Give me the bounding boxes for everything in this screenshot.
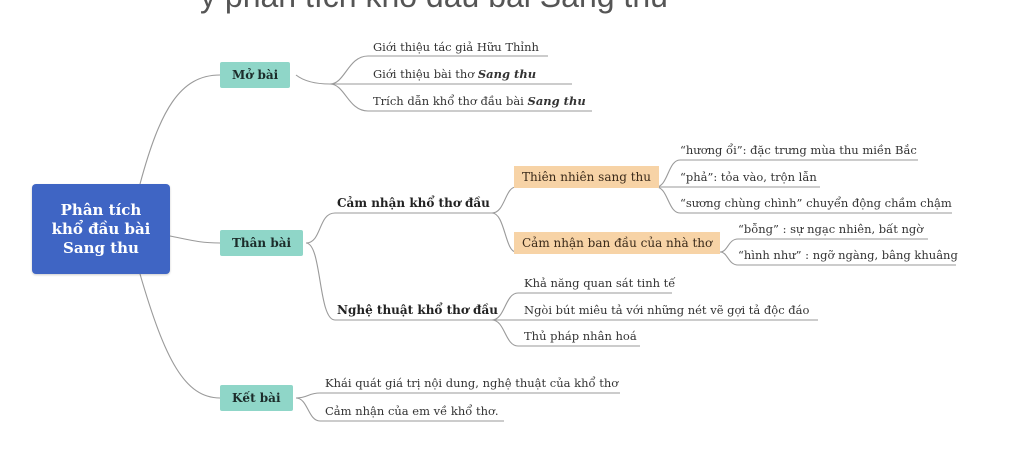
node-nghe-thuat: Nghệ thuật khổ thơ đầu (337, 303, 498, 317)
link-tn-1 (655, 159, 918, 188)
leaf-kb-1: Khái quát giá trị nội dung, nghệ thuật c… (325, 376, 619, 390)
node-mo-bai: Mở bài (220, 62, 291, 88)
link-root-ket-bai (139, 273, 221, 399)
link-kb-1 (295, 392, 620, 399)
link-mo-bai-3 (329, 83, 592, 112)
link-nt-1 (491, 292, 672, 321)
link-kb-2 (295, 397, 504, 422)
node-than-bai: Thân bài (220, 230, 304, 256)
root-line-3: Sang thu (63, 238, 139, 257)
leaf-nt-2: Ngòi bút miêu tả với những nét vẽ gợi tả… (524, 303, 810, 317)
node-ket-bai: Kết bài (220, 385, 293, 411)
node-thien-nhien: Thiên nhiên sang thu (514, 166, 659, 188)
root-node: Phân tích khổ đầu bài Sang thu (32, 184, 170, 274)
page-title-fragment: ý phân tích khổ đầu bài Sang thu (200, 0, 720, 14)
root-line-2: khổ đầu bài (51, 219, 151, 238)
leaf-mo-bai-1: Giới thiệu tác giả Hữu Thỉnh (373, 40, 539, 54)
leaf-nt-1: Khả năng quan sát tinh tế (524, 276, 676, 290)
link-cam-nhan-thien-nhien (491, 186, 517, 214)
leaf-bd-1: “bỗng” : sự ngạc nhiên, bất ngờ (738, 222, 924, 236)
link-bd-2 (719, 251, 956, 266)
link-root-mo-bai (139, 74, 221, 185)
link-bd-1 (719, 238, 928, 253)
leaf-tn-1: “hương ổi”: đặc trưng mùa thu miền Bắc (680, 143, 917, 157)
leaf-mo-bai-2: Giới thiệu bài thơ Sang thu (373, 67, 537, 81)
link-than-bai-cam-nhan (305, 212, 492, 244)
leaf-tn-2: “phả”: tỏa vào, trộn lẫn (680, 170, 817, 184)
leaf-bd-2: “hình như” : ngỡ ngàng, bâng khuâng (738, 248, 958, 262)
link-mo-bai-1 (329, 55, 548, 85)
link-tn-3 (655, 186, 952, 214)
link-mo-bai-fork (295, 74, 331, 85)
leaf-kb-2: Cảm nhận của em về khổ thơ. (325, 404, 499, 418)
link-root-than-bai (169, 235, 221, 244)
leaf-mo-bai-3: Trích dẫn khổ thơ đầu bài Sang thu (373, 94, 586, 108)
leaf-tn-3: “sương chùng chình” chuyển động chầm chậ… (680, 196, 952, 210)
node-cam-nhan: Cảm nhận khổ thơ đầu (337, 196, 490, 210)
link-nt-3 (491, 319, 640, 347)
link-than-bai-nghe-thuat (305, 242, 492, 321)
leaf-nt-3: Thủ pháp nhân hoá (524, 329, 637, 343)
root-line-1: Phân tích (60, 200, 142, 219)
node-ban-dau: Cảm nhận ban đầu của nhà thơ (514, 232, 721, 254)
link-cam-nhan-ban-dau (491, 212, 517, 253)
